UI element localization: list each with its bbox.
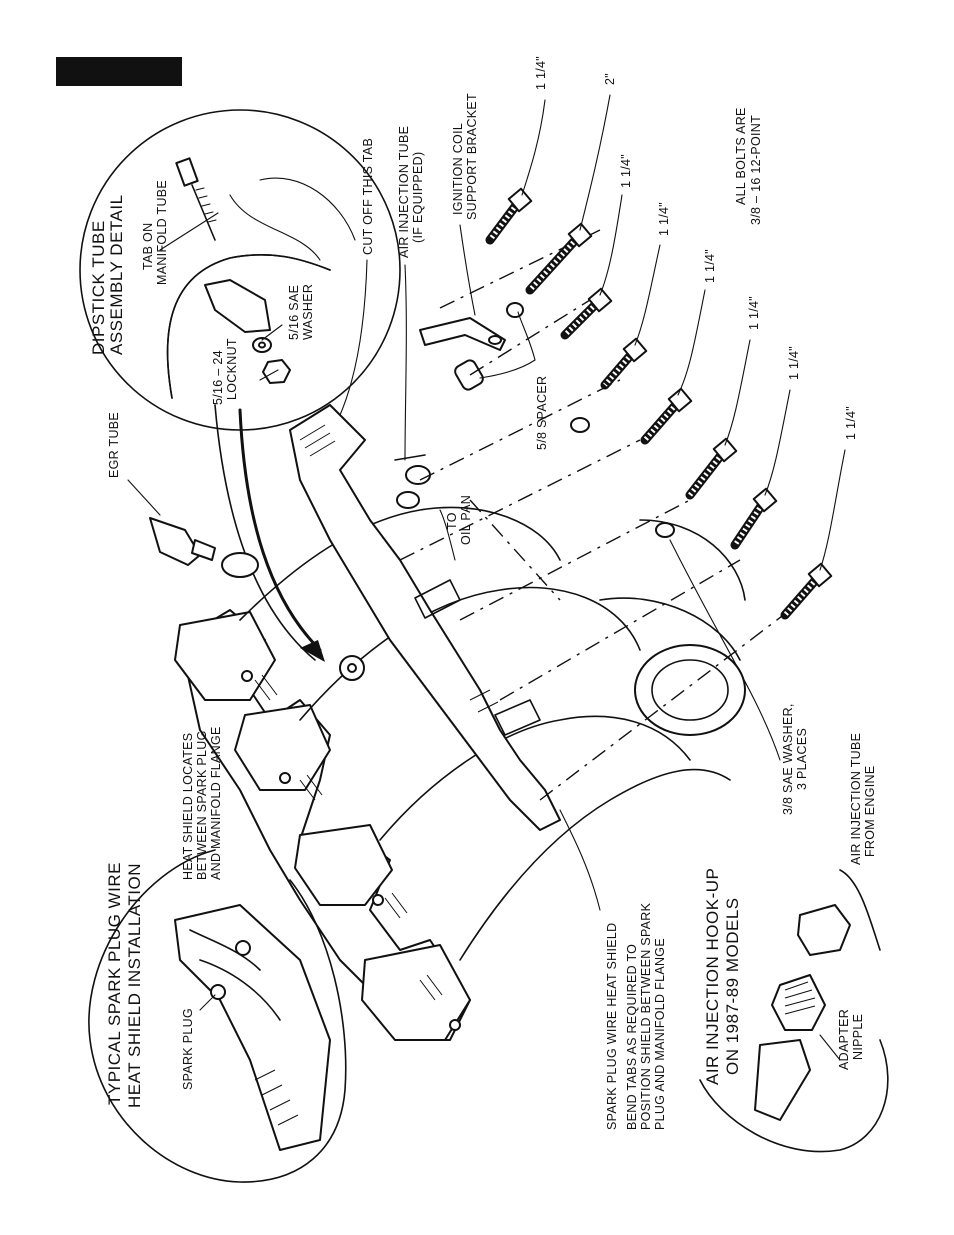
washer-38-label: 3/8 SAE WASHER, (781, 703, 795, 815)
bolt-5 (640, 387, 693, 445)
spark-plug-label: SPARK PLUG (181, 1008, 195, 1090)
typical-inset-title-2: HEAT SHIELD INSTALLATION (125, 863, 144, 1108)
hookup-title-2: ON 1987-89 MODELS (723, 897, 742, 1075)
sae-washer-516-label: 5/16 SAE (287, 285, 301, 340)
bolts (485, 187, 833, 620)
bolts-note: ALL BOLTS ARE (734, 107, 748, 205)
heat-shield-locates-label-3: AND MANIFOLD FLANGE (209, 726, 223, 880)
typical-inset-title: TYPICAL SPARK PLUG WIRE (105, 862, 124, 1105)
bolt-length-2: 2" (603, 73, 617, 85)
bolt-8 (780, 562, 833, 620)
spacer-5-8 (454, 359, 484, 391)
bolt-1 (485, 187, 533, 245)
cut-off-tab-label: CUT OFF THIS TAB (361, 138, 375, 255)
dipstick-detail-title: DIPSTICK TUBE (89, 220, 108, 355)
ignition-coil-label-2: SUPPORT BRACKET (465, 93, 479, 220)
bolts-note-2: 3/8 – 16 12-POINT (749, 115, 763, 225)
bolt-length-8: 1 1/4" (844, 406, 858, 440)
washer-3-8-c (655, 522, 675, 538)
egr-tube-label: EGR TUBE (107, 412, 121, 478)
exhaust-manifold (174, 506, 746, 1041)
washer-38-label-2: 3 PLACES (795, 728, 809, 790)
sae-washer-516-label-2: WASHER (301, 284, 315, 340)
bolt-length-4: 1 1/4" (657, 202, 671, 236)
air-injection-engine-label-2: FROM ENGINE (863, 766, 877, 858)
dipstick-detail-inset (79, 109, 401, 662)
manifold-outlet (634, 644, 746, 736)
air-injection-hookup (699, 869, 889, 1153)
adapter-nipple-label: ADAPTER (837, 1009, 851, 1070)
egr-tube (149, 517, 259, 578)
bolt-length-labels: 1 1/4" 2" 1 1/4" 1 1/4" 1 1/4" 1 1/4" 1 … (534, 56, 858, 440)
leader-lines (127, 94, 846, 911)
adapter-nipple-label-2: NIPPLE (851, 1014, 865, 1060)
spark-shield-note: BEND TABS AS REQUIRED TO (625, 944, 639, 1130)
air-injection-fitting (394, 454, 431, 509)
bolt-6 (685, 437, 738, 500)
air-injection-engine-label: AIR INJECTION TUBE (849, 733, 863, 865)
air-injection-tube-label-2: (IF EQUIPPED) (411, 152, 425, 243)
spark-plug-inset (88, 849, 347, 1183)
hookup-hose (754, 1039, 811, 1121)
locknut-label-2: LOCKNUT (225, 338, 239, 400)
bolt-length-3: 1 1/4" (619, 154, 633, 188)
locknut-5-16 (262, 359, 291, 384)
to-oil-pan-label: TO (445, 512, 459, 530)
figure-tag-block (56, 57, 182, 86)
spark-shield-note-3: PLUG AND MANIFOLD FLANGE (653, 938, 667, 1130)
bolt-length-5: 1 1/4" (703, 249, 717, 283)
bolt-centerlines (399, 229, 791, 801)
bolt-length-6: 1 1/4" (747, 296, 761, 330)
dipstick-bolt (175, 157, 217, 241)
spacer-label: 5/8 SPACER (535, 376, 549, 450)
hookup-nut (797, 904, 851, 956)
bolt-length-7: 1 1/4" (787, 346, 801, 380)
bolt-7 (730, 487, 778, 550)
hookup-title: AIR INJECTION HOOK-UP (703, 868, 722, 1085)
bolt-4 (600, 337, 648, 390)
to-oil-pan-label-2: OIL PAN (459, 495, 473, 545)
spark-plug-heat-shield (289, 404, 561, 831)
ignition-coil-bracket (419, 317, 506, 351)
bolt-3 (560, 287, 613, 340)
dipstick-detail-title-2: ASSEMBLY DETAIL (107, 194, 126, 355)
ignition-coil-label: IGNITION COIL (451, 123, 465, 215)
spark-shield-label: SPARK PLUG WIRE HEAT SHIELD (605, 923, 619, 1130)
tab-on-manifold-label: TAB ON (141, 223, 155, 270)
washer-3-8-b (570, 417, 590, 433)
heat-shield-locates-label-2: BETWEEN SPARK PLUG (195, 730, 209, 880)
bolt-length-1: 1 1/4" (534, 56, 548, 90)
spark-shield-note-2: POSITION SHIELD BETWEEN SPARK (639, 902, 653, 1130)
bolt-2 (525, 222, 593, 295)
heat-shield-locates-label: HEAT SHIELD LOCATES (181, 733, 195, 880)
tab-on-manifold-label-2: MANIFOLD TUBE (155, 180, 169, 285)
locknut-label: 5/16 – 24 (211, 350, 225, 405)
air-injection-tube-label: AIR INJECTION TUBE (397, 126, 411, 258)
washer-3-8-a (506, 302, 524, 318)
